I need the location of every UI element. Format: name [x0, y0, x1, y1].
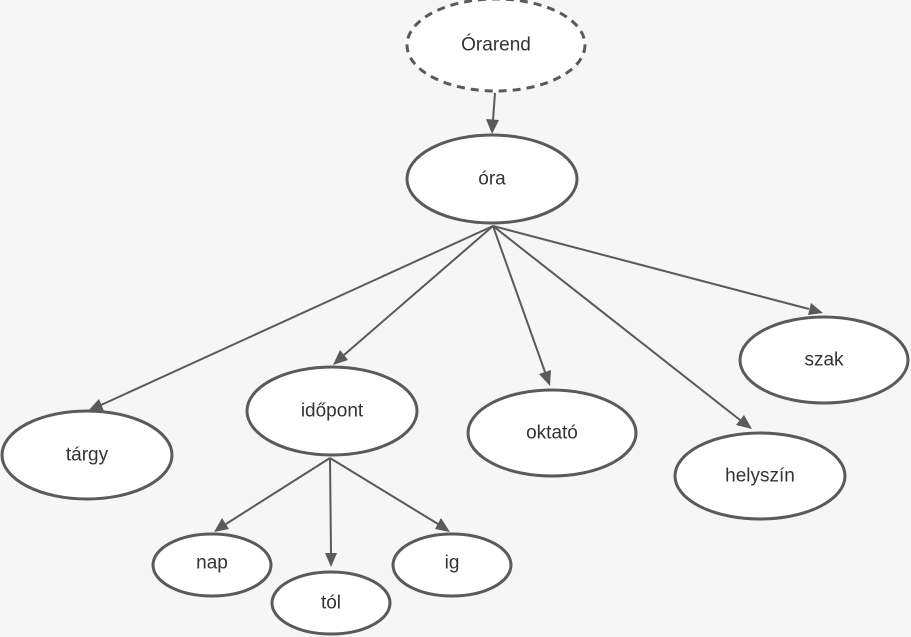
node-orarend[interactable]: Órarend — [405, 0, 587, 93]
node-szak-label: szak — [804, 350, 844, 371]
node-orarend-shape — [405, 0, 587, 93]
node-ora[interactable]: óra — [405, 133, 579, 225]
node-idopont-shape — [245, 365, 419, 457]
node-ora-shape — [405, 133, 579, 225]
node-ig-label: ig — [445, 553, 460, 574]
node-orarend-label: Órarend — [461, 34, 531, 56]
node-ig[interactable]: ig — [391, 532, 513, 598]
node-nap[interactable]: nap — [151, 532, 273, 598]
edge-ora-idopont — [333, 225, 494, 365]
edge-idopont-tol — [325, 457, 337, 567]
edge-ora-szak — [492, 225, 823, 315]
edge-idopont-nap — [214, 457, 331, 532]
node-idopont[interactable]: időpont — [245, 365, 419, 457]
edges-layer — [88, 92, 823, 567]
node-oktato[interactable]: oktató — [466, 388, 638, 478]
node-targy[interactable]: tárgy — [0, 409, 174, 501]
edge-ora-oktato — [492, 225, 551, 386]
node-szak[interactable]: szak — [738, 315, 910, 405]
edge-idopont-ig — [329, 457, 450, 532]
node-nap-shape — [151, 532, 273, 598]
node-oktato-shape — [466, 388, 638, 478]
node-targy-shape — [0, 409, 174, 501]
node-tol-shape — [270, 570, 392, 636]
node-helyszin-label: helyszín — [725, 466, 795, 487]
node-idopont-label: időpont — [301, 401, 364, 422]
node-tol[interactable]: tól — [270, 570, 392, 636]
node-ig-shape — [391, 532, 513, 598]
node-ora-label: óra — [478, 169, 506, 190]
node-targy-label: tárgy — [66, 445, 109, 466]
edge-orarend-ora — [486, 92, 499, 134]
edge-ora-helyszin — [492, 225, 752, 429]
node-oktato-label: oktató — [526, 423, 578, 444]
node-nap-label: nap — [196, 553, 228, 574]
node-helyszin-shape — [673, 431, 847, 521]
edge-ora-targy — [88, 225, 494, 411]
node-helyszin[interactable]: helyszín — [673, 431, 847, 521]
node-szak-shape — [738, 315, 910, 405]
node-tol-label: tól — [321, 593, 341, 614]
